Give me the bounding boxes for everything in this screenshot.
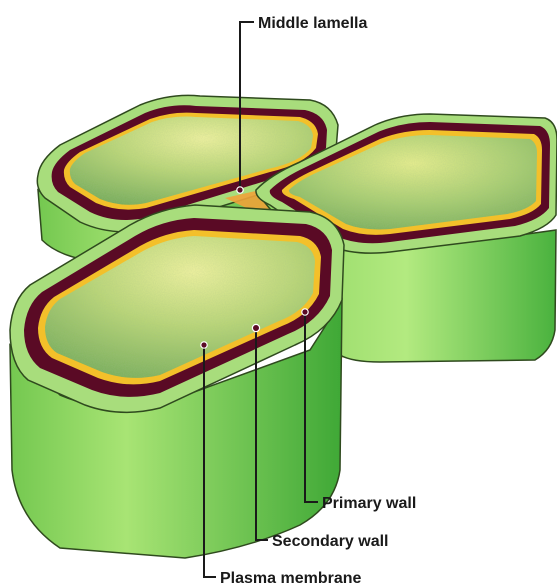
primary-wall-marker: [302, 309, 308, 315]
cell-front: [10, 205, 344, 558]
label-secondary-wall: Secondary wall: [272, 533, 389, 550]
secondary-wall-marker: [252, 324, 259, 331]
label-middle-lamella: Middle lamella: [258, 15, 367, 32]
label-primary-wall: Primary wall: [322, 495, 416, 512]
middle-lamella-marker: [237, 187, 243, 193]
label-plasma-membrane: Plasma membrane: [220, 570, 362, 586]
plasma-membrane-marker: [201, 342, 207, 348]
